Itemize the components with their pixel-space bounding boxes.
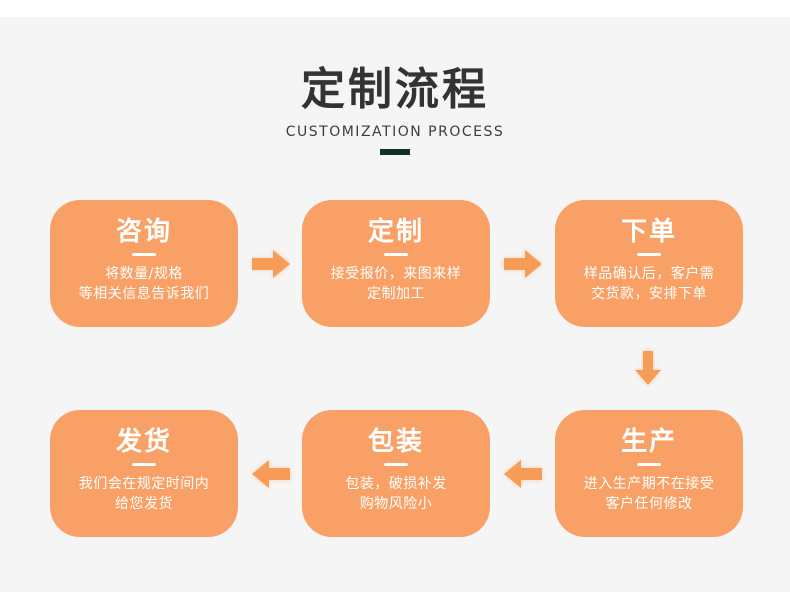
arrow-down-icon <box>635 351 661 385</box>
step-desc-line: 包装，破损补发 <box>345 476 447 492</box>
step-desc-line: 我们会在规定时间内 <box>78 476 210 492</box>
step-divider <box>132 463 156 466</box>
step-desc-line: 购物风险小 <box>359 496 433 512</box>
step-box-customize: 定制 接受报价，来图来样 定制加工 <box>302 200 490 327</box>
arrow-right-icon <box>252 250 290 278</box>
step-box-consult: 咨询 将数量/规格 等相关信息告诉我们 <box>50 200 238 327</box>
step-box-package: 包装 包装，破损补发 购物风险小 <box>302 410 490 537</box>
step-desc-line: 进入生产期不在接受 <box>583 476 715 492</box>
arrow-left-icon <box>504 460 542 488</box>
step-description: 将数量/规格 等相关信息告诉我们 <box>50 264 238 304</box>
step-title: 生产 <box>620 427 677 457</box>
step-divider <box>637 463 661 466</box>
step-description: 接受报价，来图来样 定制加工 <box>302 264 490 304</box>
step-desc-line: 等相关信息告诉我们 <box>78 286 210 302</box>
step-divider <box>132 253 156 256</box>
step-description: 我们会在规定时间内 给您发货 <box>50 474 238 514</box>
step-desc-line: 定制加工 <box>367 286 425 302</box>
header: 定制流程 CUSTOMIZATION PROCESS <box>0 62 790 155</box>
step-box-order: 下单 样品确认后，客户需 交货款，安排下单 <box>555 200 743 327</box>
step-description: 包装，破损补发 购物风险小 <box>302 474 490 514</box>
title-underline-bar <box>380 149 410 155</box>
step-desc-line: 样品确认后，客户需 <box>583 266 715 282</box>
step-title: 咨询 <box>115 217 172 247</box>
step-description: 进入生产期不在接受 客户任何修改 <box>555 474 743 514</box>
step-desc-line: 客户任何修改 <box>605 496 693 512</box>
step-divider <box>384 463 408 466</box>
step-desc-line: 将数量/规格 <box>105 266 183 282</box>
step-title: 包装 <box>367 427 424 457</box>
step-desc-line: 交货款，安排下单 <box>591 286 707 302</box>
step-title: 下单 <box>620 217 677 247</box>
page-title: 定制流程 <box>301 64 489 115</box>
arrow-left-icon <box>252 460 290 488</box>
step-desc-line: 接受报价，来图来样 <box>330 266 462 282</box>
step-divider <box>637 253 661 256</box>
step-box-produce: 生产 进入生产期不在接受 客户任何修改 <box>555 410 743 537</box>
step-divider <box>384 253 408 256</box>
step-title: 定制 <box>367 217 424 247</box>
step-desc-line: 给您发货 <box>115 496 173 512</box>
page-subtitle: CUSTOMIZATION PROCESS <box>285 124 505 140</box>
step-description: 样品确认后，客户需 交货款，安排下单 <box>555 264 743 304</box>
arrow-right-icon <box>504 250 542 278</box>
step-title: 发货 <box>115 427 172 457</box>
step-box-ship: 发货 我们会在规定时间内 给您发货 <box>50 410 238 537</box>
